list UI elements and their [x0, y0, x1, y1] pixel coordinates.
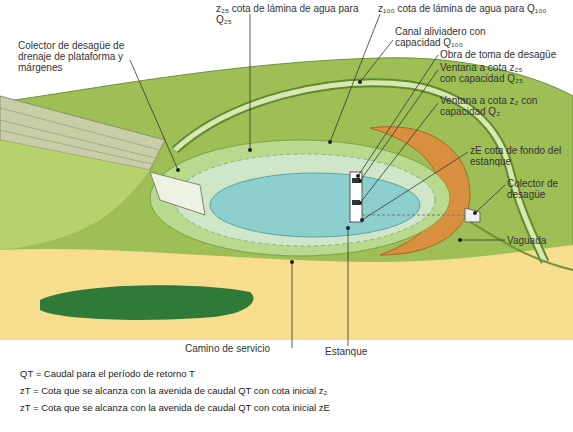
field [0, 140, 150, 250]
outlet-tower [350, 172, 362, 222]
leader-dots [176, 80, 477, 264]
callout-label: Colector de desagüe [507, 178, 569, 200]
callout-label: Ventana a cota z₂ con capacidad Q₂ [440, 95, 540, 117]
callout-label: Camino de servicio [185, 343, 295, 354]
callout-label: zE cota de fondo del estanque [470, 145, 570, 167]
outlet-pipe [362, 215, 470, 216]
pond-z25 [175, 154, 435, 246]
pond-water [210, 173, 420, 237]
callout-label: Colector de desagüe de drenaje de plataf… [18, 40, 146, 73]
callout-label: z₁₀₀ cota de lámina de agua para Q₁₀₀ [378, 3, 568, 14]
inlet-collector [150, 172, 205, 215]
legend-note: QT = Caudal para el período de retorno T [20, 368, 560, 379]
callout-label: Vaguada [507, 235, 569, 246]
callout-label: Ventana a cota z₂₅ con capacidad Q₂₅ [440, 62, 540, 84]
callout-label: Estanque [325, 346, 385, 357]
legend-note: zT = Cota que se alcanza con la avenida … [20, 385, 560, 396]
callout-label: z₂₅ cota de lámina de agua para Q₂₅ [216, 3, 376, 25]
legend-note: zT = Cota que se alcanza con la avenida … [20, 402, 560, 413]
thalweg [470, 222, 573, 270]
service-road-band [0, 245, 573, 340]
pond-z100 [150, 140, 450, 256]
bush [40, 285, 253, 320]
callout-label: Canal aliviadero con capacidad Q₁₀₀ [395, 26, 490, 48]
callout-label: Obra de toma de desagüe [440, 49, 570, 60]
